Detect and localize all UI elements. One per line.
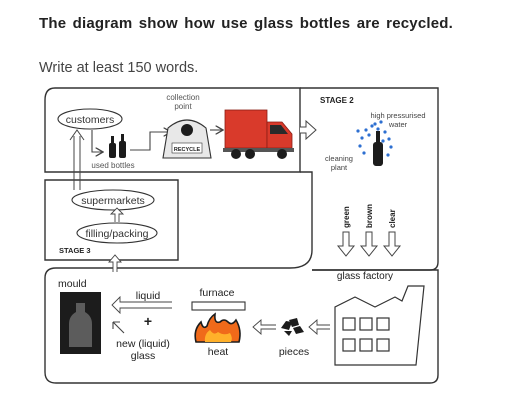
- colour-brown-label: brown: [365, 204, 374, 228]
- recycle-bin-icon: [162, 119, 212, 159]
- fire-icon: [194, 312, 241, 343]
- filling-to-supermarkets-arrow: [109, 207, 125, 222]
- water-spray-icon: [356, 120, 393, 157]
- filling-packing-label: filling/packing: [85, 228, 148, 240]
- heat-label: heat: [208, 346, 229, 358]
- factory-to-pieces-arrow: [308, 319, 330, 335]
- glass-pieces-icon: [281, 318, 304, 336]
- mould-label: mould: [58, 278, 87, 290]
- new-glass-label-1: new (liquid): [116, 338, 170, 350]
- cleaning-plant-label-2: plant: [331, 163, 348, 172]
- pieces-to-furnace-arrow: [252, 319, 276, 335]
- mould-icon: [60, 292, 101, 354]
- customers-to-bottles-arrow: [91, 130, 102, 152]
- stage2-label: STAGE 2: [320, 96, 354, 105]
- collection-point-label-1: collection: [166, 93, 199, 102]
- plus-sign: +: [144, 313, 152, 329]
- colour-sort-arrows: [336, 231, 402, 257]
- stage2-return-curve: [178, 87, 313, 269]
- stage1-to-stage2-arrow: [300, 119, 317, 141]
- pieces-label: pieces: [279, 346, 309, 358]
- production-to-filling-arrow: [108, 254, 122, 272]
- high-pressure-label-1: high pressurised: [370, 111, 425, 120]
- collection-point-label-2: point: [174, 102, 192, 111]
- used-bottles-label: used bottles: [91, 161, 134, 170]
- colour-green-label: green: [342, 206, 351, 228]
- furnace-label: furnace: [199, 287, 234, 299]
- recycle-bin-label: RECYCLE: [174, 147, 201, 153]
- high-pressure-label-2: water: [388, 120, 408, 129]
- question-instruction: Write at least 150 words.: [39, 60, 199, 76]
- used-bottles-icon: [109, 134, 126, 158]
- stage1-frame: [44, 87, 301, 173]
- stage3-frame: [44, 179, 179, 261]
- stage3-label: STAGE 3: [59, 246, 91, 255]
- question-title: The diagram show how use glass bottles a…: [39, 15, 454, 32]
- colour-clear-label: clear: [388, 209, 397, 228]
- bottles-to-bin-arrow: [130, 132, 170, 151]
- supermarkets-label: supermarkets: [81, 195, 145, 207]
- supermarkets-to-customers-arrow: [69, 129, 85, 190]
- liquid-label: liquid: [136, 290, 161, 302]
- new-glass-to-mould-arrow: [112, 321, 125, 334]
- customers-oval: [57, 108, 123, 130]
- truck-icon: [223, 109, 294, 159]
- customers-label: customers: [66, 114, 114, 126]
- cleaning-plant-label-1: cleaning: [325, 154, 353, 163]
- filling-packing-oval: [76, 222, 158, 244]
- supermarkets-oval: [71, 189, 155, 211]
- furnace-box: [191, 301, 246, 311]
- new-glass-label-2: glass: [131, 350, 156, 362]
- glass-factory-label: glass factory: [337, 271, 393, 282]
- liquid-to-mould-arrow: [111, 295, 172, 315]
- cleaned-bottle-icon: [373, 131, 383, 166]
- glass-factory-icon: [334, 285, 425, 366]
